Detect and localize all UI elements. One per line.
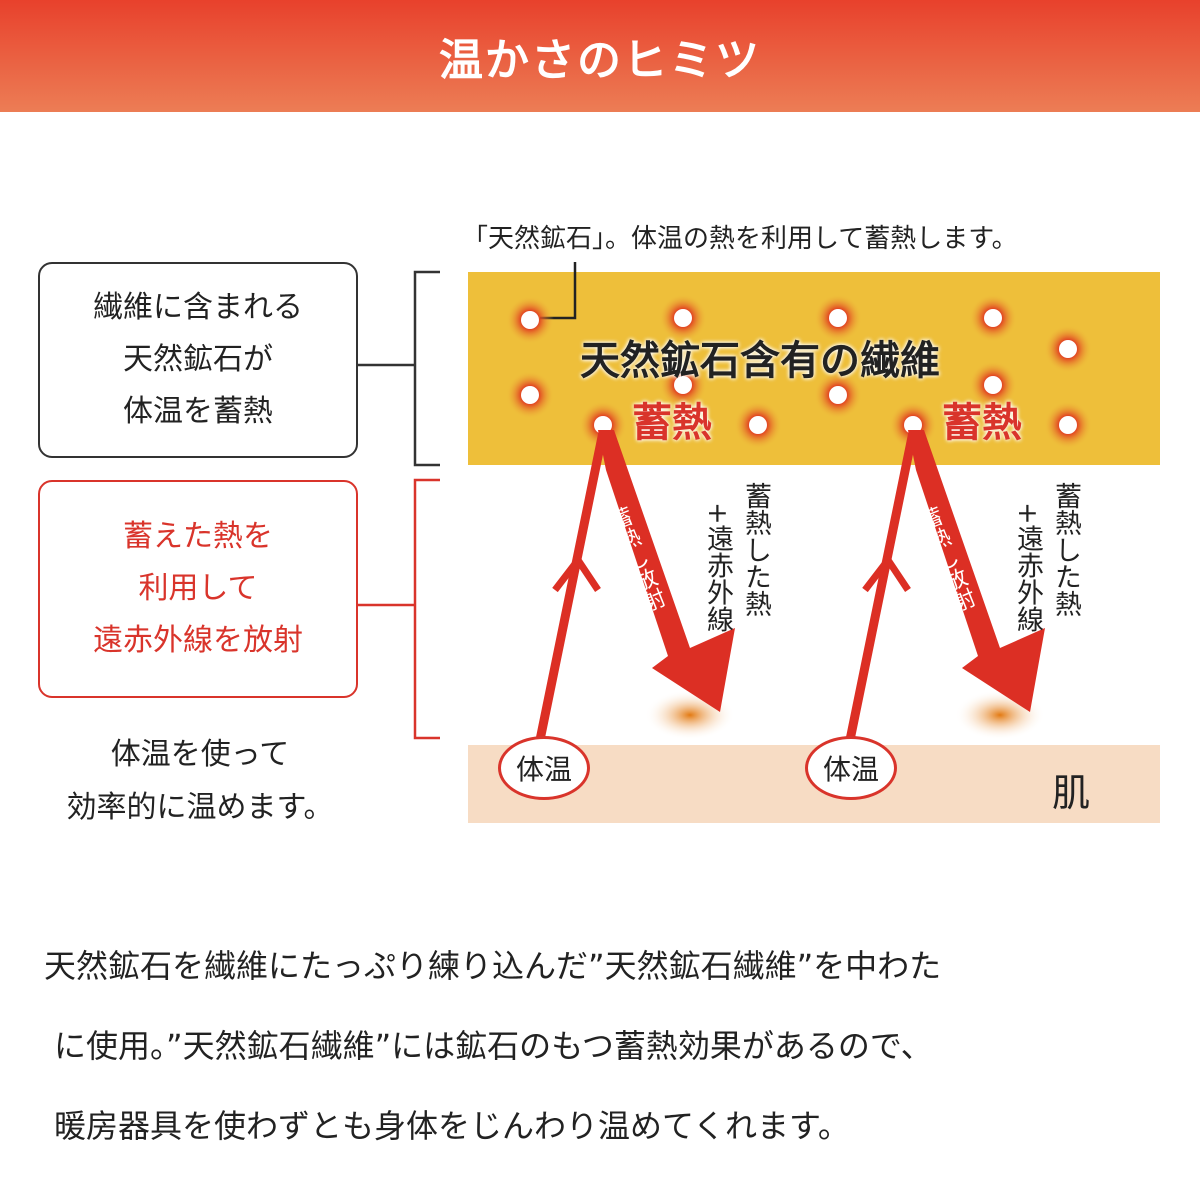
header-banner: 温かさのヒミツ [0, 0, 1200, 112]
fiber-explanation-box: 繊維に含まれる 天然鉱石が 体温を蓄熱 [38, 262, 358, 458]
side-label-2b: +遠赤外線 [1012, 502, 1043, 633]
side-label-1b: +遠赤外線 [702, 502, 733, 633]
mineral-dot [521, 311, 539, 329]
mineral-dot [829, 309, 847, 327]
mineral-dot [749, 416, 767, 434]
mineral-dot [984, 309, 1002, 327]
side-label-1a: 蓄熱した熱 [740, 482, 771, 617]
box2-line: 遠赤外線を放射 [93, 623, 303, 658]
mineral-dot [594, 416, 612, 434]
mineral-dot [521, 386, 539, 404]
arrow-chevron-icon [862, 553, 911, 593]
storage-label-1: 蓄熱 [632, 400, 712, 446]
description-line: に使用。”天然鉱石繊維”には鉱石のもつ蓄熱効果があるので、 [54, 1027, 933, 1065]
radiation-explanation-box: 蓄えた熱を 利用して 遠赤外線を放射 [38, 480, 358, 698]
fiber-label: 天然鉱石含有の繊維 [580, 338, 940, 384]
bracket-red-vertical [413, 478, 440, 740]
mineral-dot [904, 416, 922, 434]
note-line: 体温を使って [110, 737, 290, 772]
page-title: 温かさのヒミツ [439, 35, 761, 86]
mineral-dot [829, 386, 847, 404]
skin-label: 肌 [1052, 771, 1091, 815]
body-heat-arrow [535, 431, 608, 741]
body-temp-badge-1: 体温 [498, 736, 590, 800]
mineral-dot [1059, 416, 1077, 434]
box1-line: 体温を蓄熱 [123, 394, 273, 429]
radiation-arrow [598, 430, 735, 712]
storage-label-2: 蓄熱 [942, 400, 1022, 446]
arrow-chevron-icon [552, 553, 601, 593]
side-label-2a: 蓄熱した熱 [1050, 482, 1081, 617]
body-heat-arrow [845, 431, 918, 741]
mineral-dot [1059, 340, 1077, 358]
summary-note: 体温を使って 効率的に温めます。 [20, 728, 380, 834]
diagram-caption: 「天然鉱石」。体温の熱を利用して蓄熱します。 [462, 224, 1018, 254]
description-line: 天然鉱石を繊維にたっぷり練り込んだ”天然鉱石繊維”を中わた [44, 947, 942, 985]
box1-line: 天然鉱石が [123, 342, 273, 377]
mineral-dot [984, 376, 1002, 394]
mineral-dot [674, 376, 692, 394]
note-line: 効率的に温めます。 [66, 790, 334, 825]
mineral-dot [674, 309, 692, 327]
box2-line: 利用して [138, 571, 258, 606]
box1-line: 繊維に含まれる [93, 290, 303, 325]
description-line: 暖房器具を使わずとも身体をじんわり温めてくれます。 [54, 1107, 850, 1145]
box2-line: 蓄えた熱を [123, 519, 273, 554]
description-paragraph: 天然鉱石を繊維にたっぷり練り込んだ”天然鉱石繊維”を中わた に使用。”天然鉱石繊… [44, 926, 1174, 1166]
bracket-black-vertical [413, 270, 440, 467]
body-temp-badge-2: 体温 [805, 736, 897, 800]
radiation-arrow [908, 430, 1045, 712]
